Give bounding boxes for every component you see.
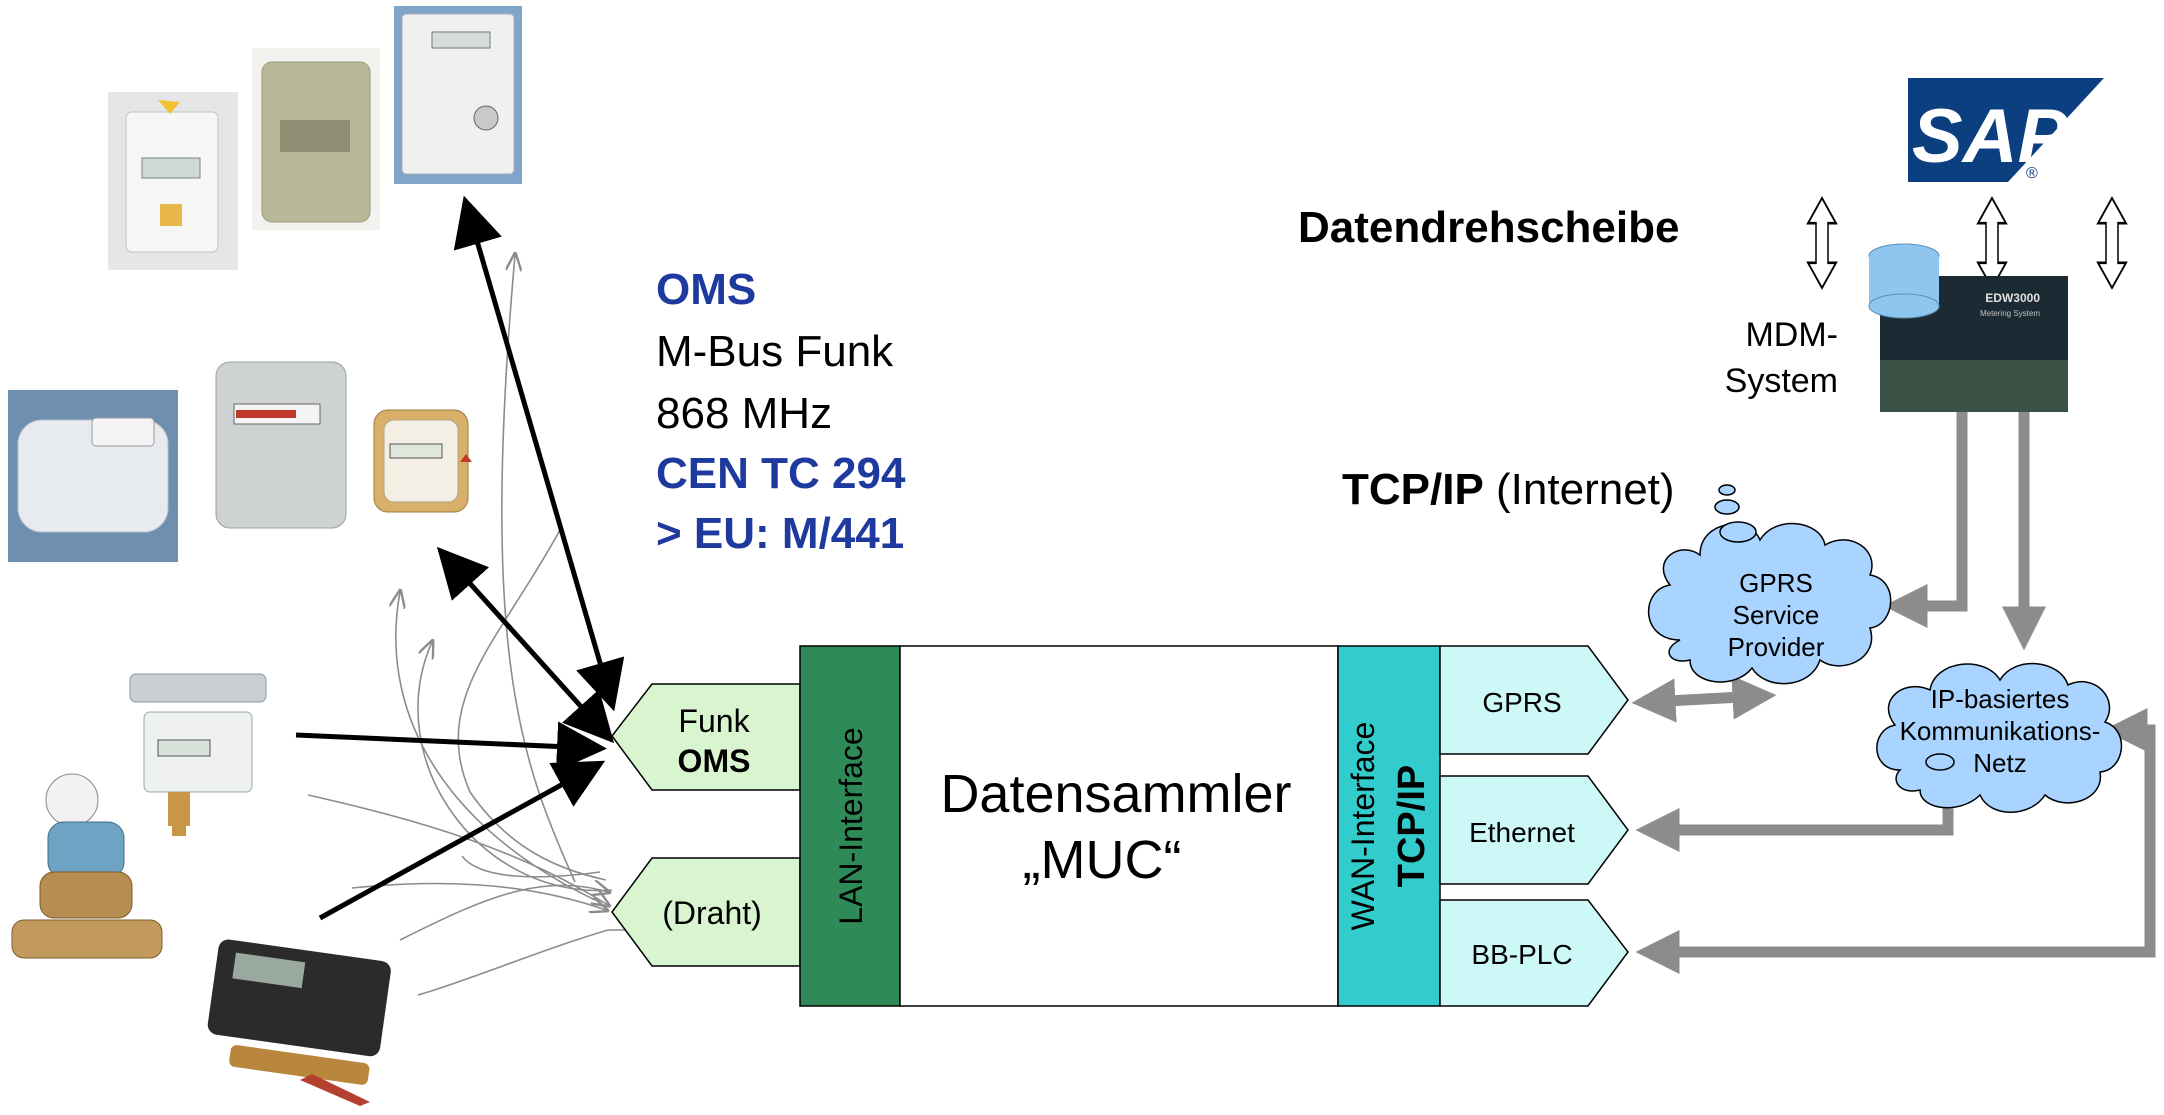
gprs-output-label: GPRS xyxy=(1482,687,1561,718)
mdm-screen-title: EDW3000 xyxy=(1985,291,2040,305)
svg-text:®: ® xyxy=(2026,165,2038,182)
mdm-label-line1: MDM- xyxy=(1745,316,1838,354)
black-wireless-arrows xyxy=(295,195,625,921)
electricity-meter-2-image xyxy=(252,48,380,230)
mdm-screen-subtitle: Metering System xyxy=(1980,309,2040,318)
oms-title: OMS xyxy=(656,265,756,314)
ip-network-cloud: IP-basiertes Kommunikations- Netz xyxy=(1876,662,2122,813)
oms-frequency: 868 MHz xyxy=(656,389,832,438)
muc-title: Datensammler xyxy=(940,764,1291,824)
muc-abbrev: „MUC“ xyxy=(1023,830,1182,890)
tcpip-internet-label: TCP/IP (Internet) xyxy=(1342,465,1675,514)
gas-meter-1-image xyxy=(8,390,178,562)
bbplc-output: BB-PLC xyxy=(1439,899,1629,1007)
mdm-label-line2: System xyxy=(1725,362,1838,400)
funk-oms-input: Funk OMS xyxy=(611,683,801,791)
ethernet-output-label: Ethernet xyxy=(1469,817,1575,848)
electricity-meter-3-image xyxy=(394,6,522,184)
draht-input: (Draht) xyxy=(611,857,801,967)
gas-meter-2-image xyxy=(215,361,347,529)
muc-data-collector: LAN-Interface Datensammler „MUC“ WAN-Int… xyxy=(799,645,1441,1007)
data-hub-label: Datendrehscheibe xyxy=(1298,203,1679,252)
electricity-meter-1-image xyxy=(108,92,238,270)
thin-gray-signal-arrows xyxy=(307,255,652,996)
gprs-cloud-line1: GPRS xyxy=(1739,568,1813,598)
heat-meter-image xyxy=(373,409,472,513)
ethernet-output: Ethernet xyxy=(1439,775,1629,885)
lan-interface-label: LAN-Interface xyxy=(833,727,869,924)
sap-exchange-arrows xyxy=(1806,196,2128,290)
water-meter-brass-image xyxy=(11,773,163,959)
oms-cen-tc: CEN TC 294 xyxy=(656,449,906,498)
ip-cloud-line3: Netz xyxy=(1973,748,2026,778)
oms-eu-mandate: > EU: M/441 xyxy=(656,509,904,558)
gprs-output: GPRS xyxy=(1439,645,1629,755)
wan-interface-label: WAN-Interface xyxy=(1345,722,1381,931)
sap-logo: SAP ® xyxy=(1908,78,2104,182)
gprs-cloud-line2: Service xyxy=(1733,600,1820,630)
funk-label: Funk xyxy=(678,703,750,739)
draht-label: (Draht) xyxy=(662,895,762,931)
oms-label: OMS xyxy=(678,743,751,779)
gprs-cloud-line3: Provider xyxy=(1728,632,1825,662)
oms-info-block: OMS M-Bus Funk 868 MHz CEN TC 294 > EU: … xyxy=(656,265,906,558)
gprs-service-provider-cloud: GPRS Service Provider xyxy=(1647,484,1892,685)
wan-tcpip-label: TCP/IP xyxy=(1391,765,1433,887)
bbplc-output-label: BB-PLC xyxy=(1471,939,1572,970)
water-meter-electronic-image xyxy=(129,673,267,836)
mdm-system: EDW3000 Metering System MDM- System xyxy=(1725,243,2068,412)
ip-cloud-line1: IP-basiertes xyxy=(1931,684,2070,714)
svg-text:SAP: SAP xyxy=(1912,94,2069,179)
oms-mbus-funk: M-Bus Funk xyxy=(656,327,894,376)
heat-meter-compact-image xyxy=(207,939,391,1106)
ip-cloud-line2: Kommunikations- xyxy=(1900,716,2101,746)
